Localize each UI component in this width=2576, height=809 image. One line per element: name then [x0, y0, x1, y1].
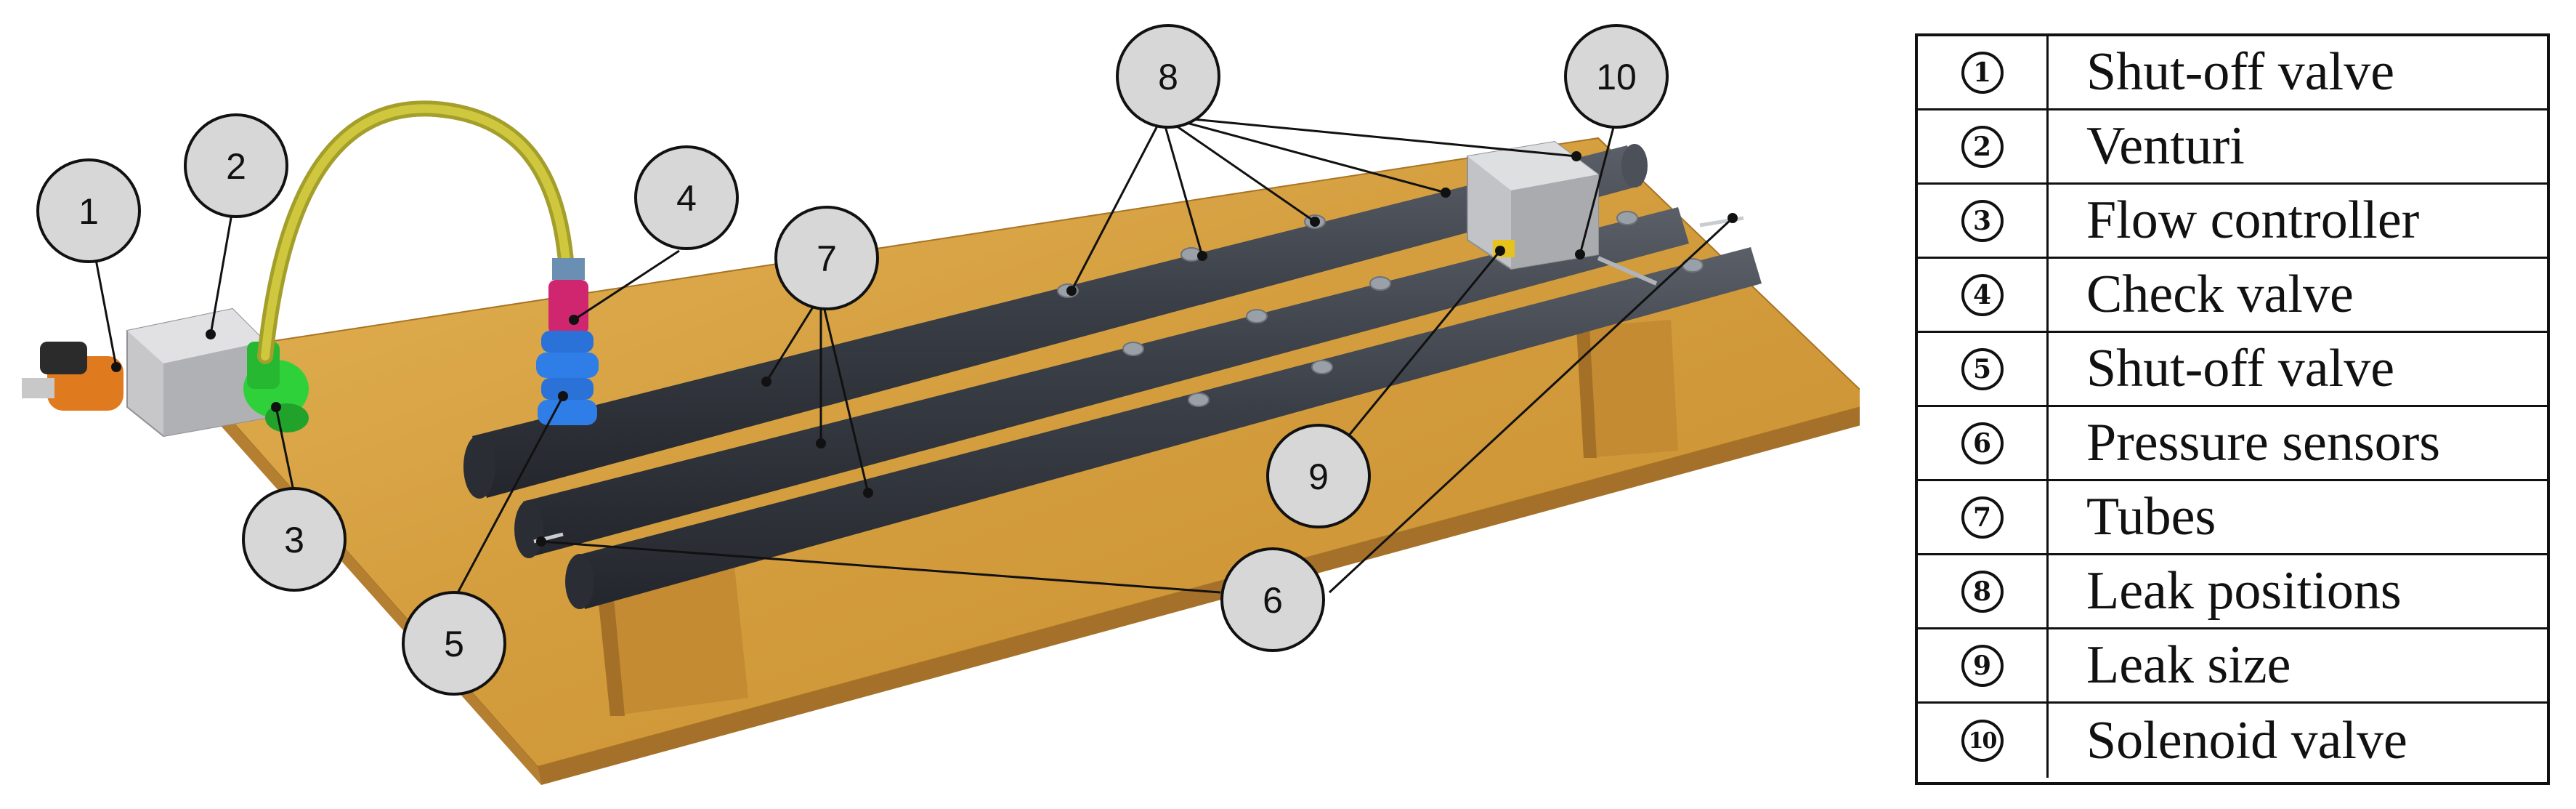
legend-number: 10: [1961, 720, 2004, 762]
legend-row: 8 Leak positions: [1918, 555, 2547, 629]
solenoid-valve: [1467, 140, 1658, 286]
callout-7-number: 7: [817, 238, 837, 279]
callout-4-number: 4: [676, 178, 697, 219]
callout-6-number: 6: [1263, 580, 1283, 621]
callout-1-number: 1: [78, 191, 99, 232]
legend-row: 9 Leak size: [1918, 629, 2547, 704]
legend-label: Shut-off valve: [2086, 42, 2395, 102]
check-valve: [548, 258, 588, 334]
legend-row: 10 Solenoid valve: [1918, 704, 2547, 778]
shut-off-valve-1: [22, 342, 123, 411]
leader-lines: [89, 115, 1734, 600]
callout-10-number: 10: [1596, 57, 1637, 97]
callout-4: 4: [634, 145, 739, 250]
callout-3-number: 3: [284, 520, 304, 560]
legend-number: 1: [1961, 51, 2004, 94]
legend-label: Leak size: [2086, 635, 2291, 695]
legend-row: 2 Venturi: [1918, 110, 2547, 185]
legend-label: Tubes: [2086, 487, 2216, 547]
legend-label: Solenoid valve: [2086, 710, 2407, 770]
callout-3: 3: [242, 487, 347, 592]
callout-2-number: 2: [226, 146, 246, 187]
legend-number: 2: [1961, 125, 2004, 168]
tubes: [463, 144, 1762, 609]
wooden-supports: [596, 320, 1678, 716]
flexible-hose: [257, 100, 575, 364]
legend-table: 1 Shut-off valve 2 Venturi 3 Flow contro…: [1915, 33, 2550, 785]
legend-number: 3: [1961, 199, 2004, 242]
legend-number: 5: [1961, 347, 2004, 390]
legend-row: 6 Pressure sensors: [1918, 407, 2547, 481]
legend-label: Flow controller: [2086, 190, 2420, 250]
legend-label: Check valve: [2086, 265, 2354, 324]
callout-5-number: 5: [444, 624, 464, 664]
legend-row: 7 Tubes: [1918, 481, 2547, 555]
flow-controller: [243, 342, 309, 432]
legend-number: 4: [1961, 273, 2004, 316]
callout-1: 1: [36, 158, 141, 263]
legend-label: Shut-off valve: [2086, 339, 2395, 398]
callout-5: 5: [402, 591, 506, 696]
callout-8: 8: [1116, 24, 1220, 129]
venturi: [126, 307, 266, 438]
legend-number: 7: [1961, 496, 2004, 539]
legend-number: 9: [1961, 644, 2004, 687]
leader-dots: [111, 151, 1738, 547]
callout-6: 6: [1220, 547, 1325, 652]
callout-2: 2: [184, 113, 288, 218]
legend-label: Venturi: [2086, 116, 2245, 176]
callout-9-number: 9: [1308, 456, 1329, 497]
test-rig-illustration: 1 2 3 4 5 6 7 8 9 10: [22, 24, 1860, 785]
legend-number: 6: [1961, 422, 2004, 464]
legend-label: Leak positions: [2086, 561, 2402, 621]
legend-label: Pressure sensors: [2086, 413, 2441, 472]
legend-number: 8: [1961, 570, 2004, 613]
legend-row: 5 Shut-off valve: [1918, 333, 2547, 407]
callout-10: 10: [1564, 24, 1669, 129]
legend-row: 1 Shut-off valve: [1918, 36, 2547, 110]
legend-row: 3 Flow controller: [1918, 185, 2547, 259]
callout-7: 7: [774, 206, 879, 310]
legend-row: 4 Check valve: [1918, 259, 2547, 333]
callout-8-number: 8: [1158, 57, 1178, 97]
shut-off-valve-5: [536, 331, 599, 425]
callout-9: 9: [1266, 424, 1371, 528]
